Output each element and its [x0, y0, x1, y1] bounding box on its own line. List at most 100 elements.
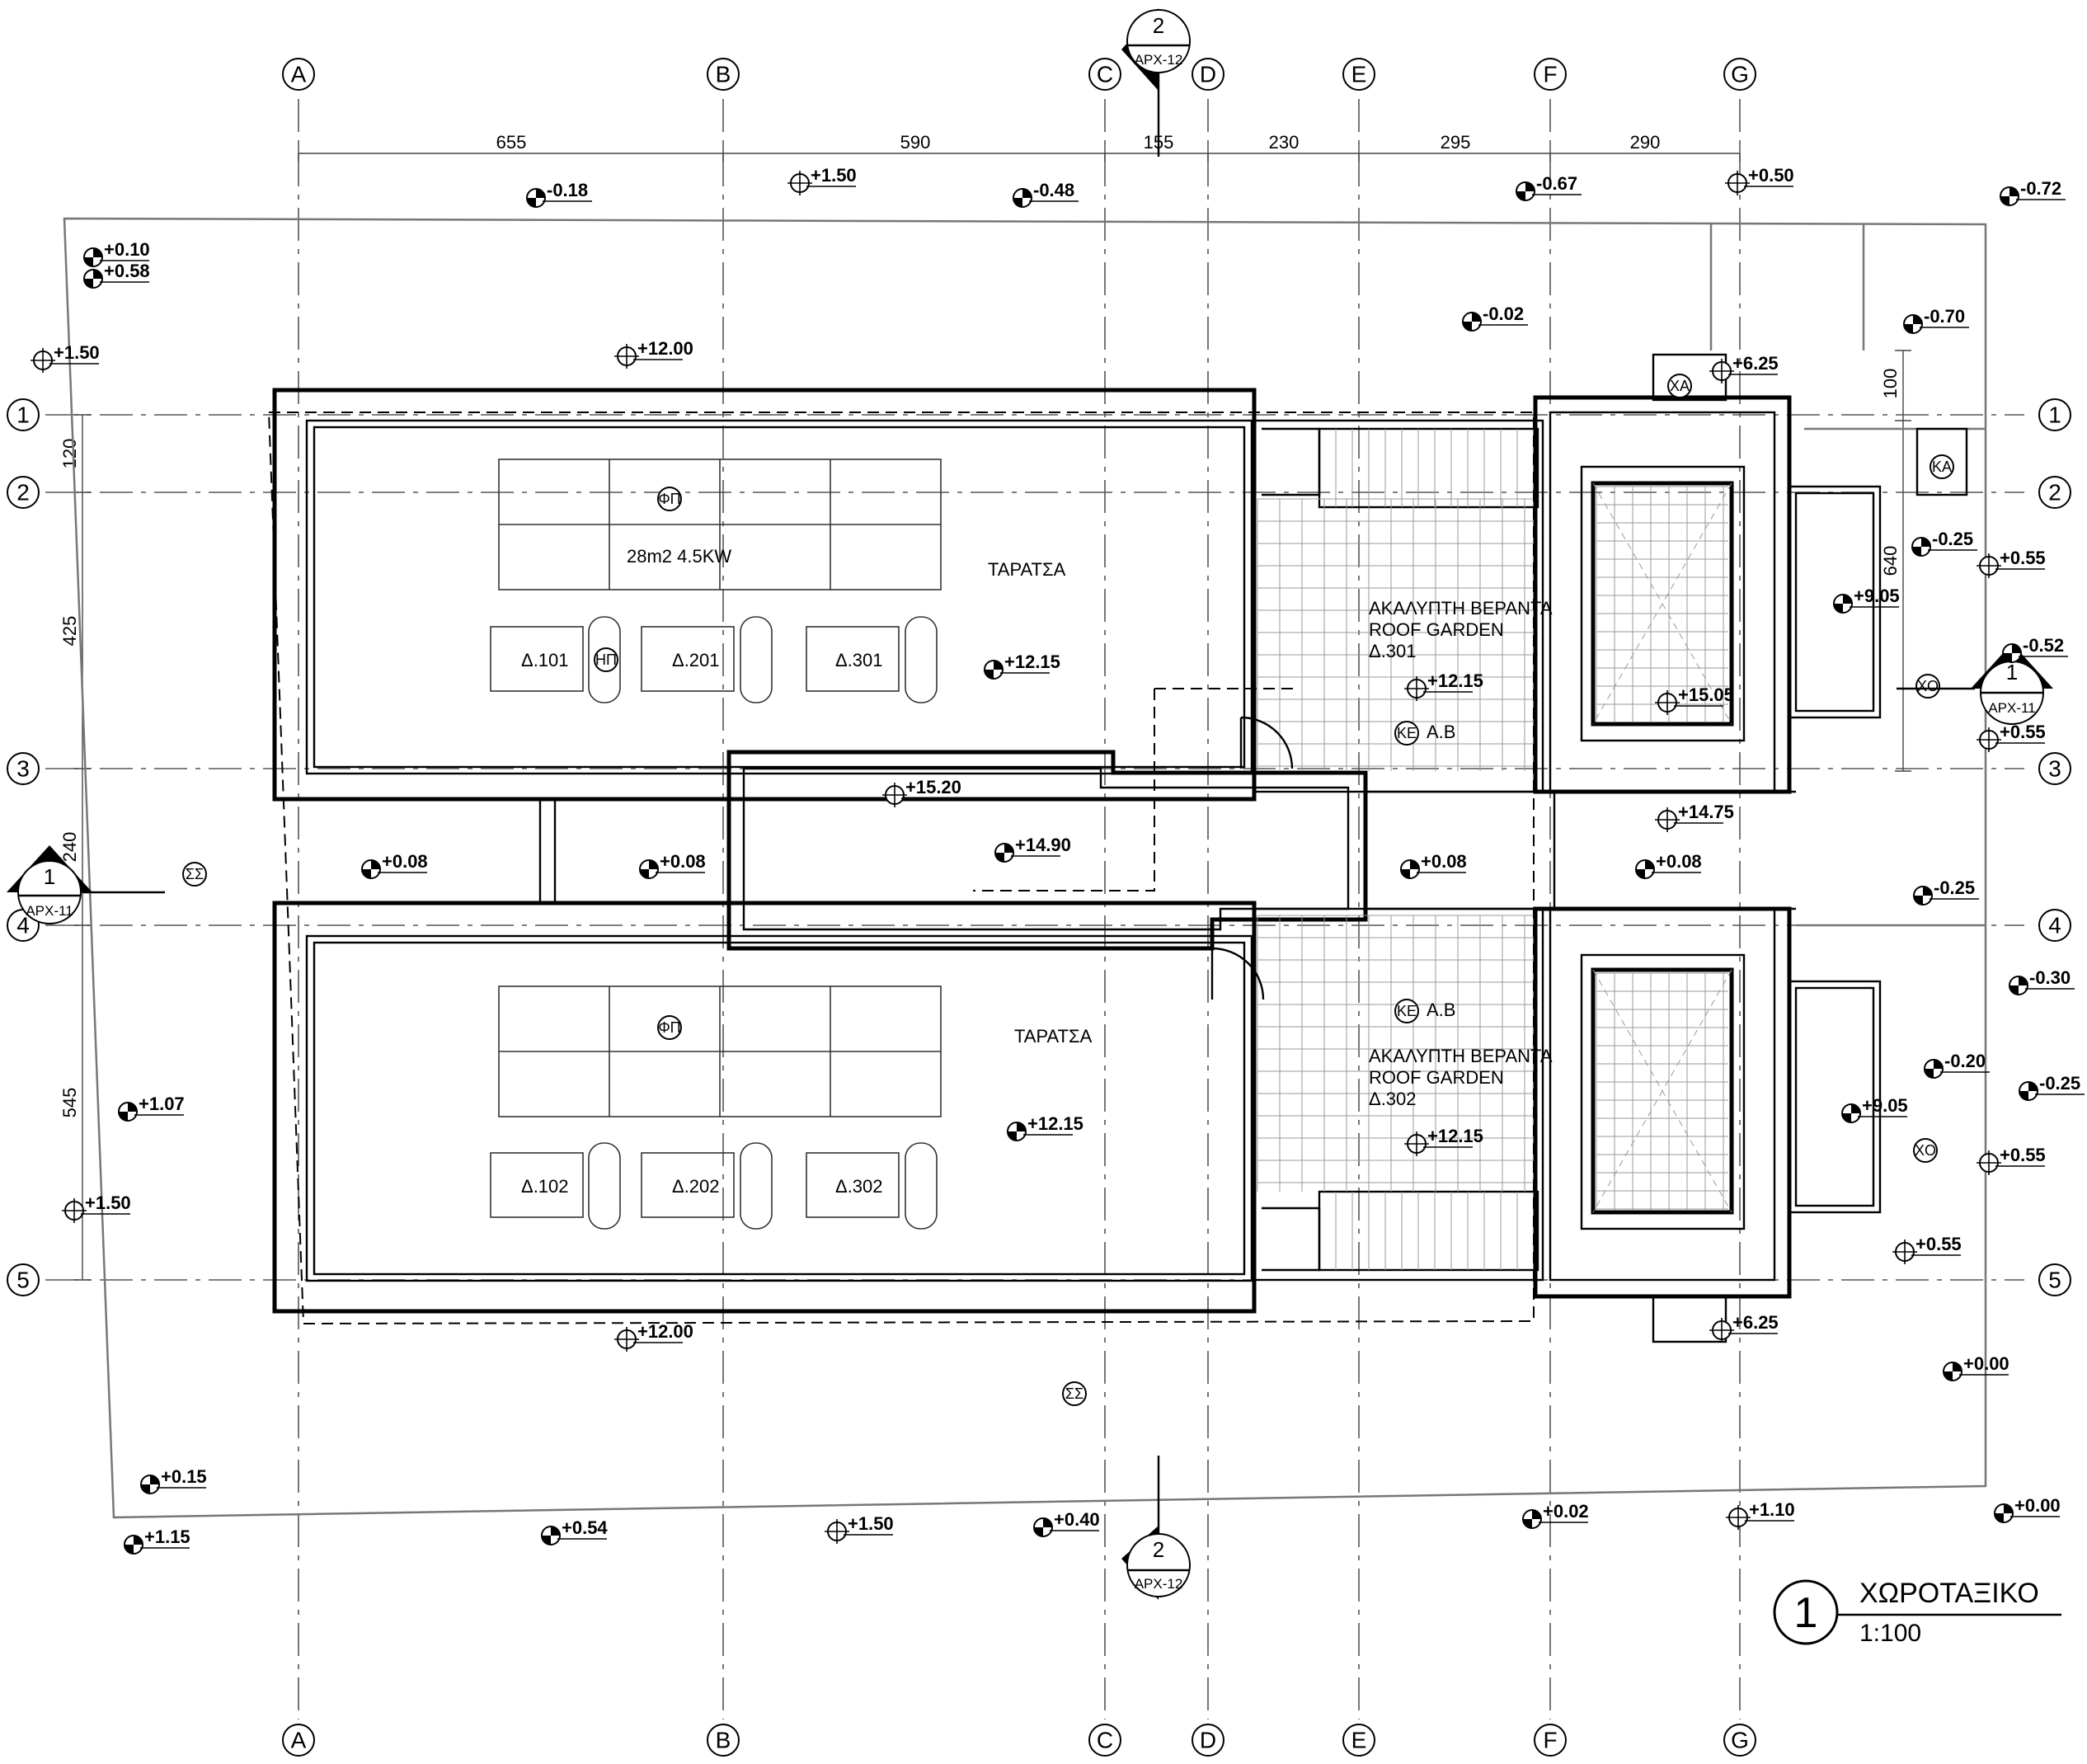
- level-value: -0.30: [2029, 967, 2071, 988]
- level-value: -0.25: [1932, 529, 1973, 549]
- svg-text:2: 2: [2048, 480, 2061, 506]
- tower-bottom: [1533, 906, 1792, 1299]
- veranda-unit-label: Δ.301: [1369, 641, 1417, 661]
- level-marker: +14.75: [1655, 802, 1734, 832]
- level-marker: -0.30: [2009, 967, 2075, 995]
- svg-text:A: A: [291, 1728, 307, 1753]
- svg-text:ΣΣ: ΣΣ: [186, 866, 204, 882]
- level-marker: +0.08: [1635, 851, 1702, 879]
- level-value: +9.05: [1854, 586, 1900, 606]
- svg-text:ΧΟ: ΧΟ: [1915, 1142, 1936, 1159]
- level-markers: -0.18+1.50-0.48-0.67+0.50-0.72+0.10+0.58…: [31, 165, 2085, 1555]
- level-value: +0.08: [382, 851, 428, 872]
- svg-text:ΚΕ: ΚΕ: [1397, 725, 1417, 741]
- veranda-unit-label: Δ.302: [1369, 1089, 1417, 1109]
- level-marker: +12.15: [1404, 1126, 1483, 1156]
- svg-text:ΧΟ: ΧΟ: [1917, 678, 1939, 694]
- level-value: +0.08: [1421, 851, 1467, 872]
- section-number: 1: [2006, 660, 2018, 684]
- tank-label: Δ.202: [672, 1176, 720, 1197]
- dimension-label: 100: [1880, 369, 1901, 399]
- title-block: 1 ΧΩΡΟΤΑΞΙΚΟ 1:100: [1773, 1578, 2061, 1647]
- water-tanks-bottom: [490, 1142, 938, 1230]
- level-value: +12.00: [637, 338, 693, 359]
- skylight-top: [1591, 481, 1734, 727]
- grid-bubbles-right: 1 2 3 4 5: [2038, 398, 2071, 1296]
- dimension-label: 425: [59, 616, 80, 647]
- ss-symbol: ΣΣ: [1062, 1381, 1087, 1406]
- level-marker: +0.00: [1943, 1353, 2009, 1381]
- skylight-bottom-grid: [1596, 972, 1728, 1210]
- grid-bubble-3-right: 3: [2038, 752, 2071, 785]
- level-marker: +0.02: [1522, 1501, 1589, 1529]
- section-number: 2: [1153, 13, 1164, 38]
- tower-top-inner: [1549, 411, 1776, 793]
- level-value: +15.05: [1678, 684, 1734, 705]
- ss-symbol: ΣΣ: [182, 862, 207, 887]
- level-value: +0.02: [1543, 1501, 1589, 1522]
- ka-box: [1915, 427, 1968, 496]
- veranda-label: ΑΚΑΛΥΠΤΗ ΒΕΡΑΝΤΑ: [1369, 1046, 1553, 1066]
- level-marker: +0.40: [1033, 1509, 1100, 1537]
- level-marker: +1.50: [787, 165, 857, 195]
- site-boundary-inner: [1709, 224, 1986, 927]
- level-value: +0.00: [2014, 1495, 2061, 1516]
- balcony-top-inner: [1794, 492, 1875, 713]
- level-marker: -0.25: [2019, 1073, 2085, 1101]
- fp-symbol: ΦΠ: [657, 1015, 682, 1040]
- dimension-chain-left: 120 425 240 545: [59, 414, 91, 1281]
- level-value: +1.15: [144, 1526, 190, 1547]
- fp-symbol: ΦΠ: [657, 487, 682, 511]
- level-value: +9.05: [1862, 1095, 1908, 1116]
- level-value: +0.50: [1748, 165, 1794, 186]
- section-sheet: ΑΡΧ-11: [1988, 700, 2035, 716]
- level-marker: -0.67: [1516, 173, 1582, 201]
- level-marker: +0.55: [1892, 1234, 1962, 1264]
- grid-bubble-b-top: B: [707, 58, 740, 91]
- svg-text:G: G: [1731, 62, 1749, 87]
- level-value: +0.55: [2000, 722, 2046, 742]
- grid-bubble-4-right: 4: [2038, 909, 2071, 942]
- grid-lines: [45, 99, 2024, 1719]
- level-value: -0.70: [1924, 306, 1965, 327]
- dimension-label: 590: [900, 132, 931, 153]
- level-value: +12.15: [1427, 1126, 1483, 1146]
- door-swing: [1239, 716, 1294, 769]
- svg-text:F: F: [1543, 62, 1557, 87]
- svg-text:E: E: [1351, 1728, 1367, 1753]
- title-number: 1: [1794, 1589, 1818, 1637]
- dimension-label: 640: [1880, 546, 1901, 576]
- level-value: +14.90: [1015, 835, 1071, 855]
- veranda-top-area: [1253, 419, 1544, 793]
- level-value: +15.20: [905, 777, 961, 797]
- grid-bubble-d-top: D: [1192, 58, 1224, 91]
- level-marker: -0.52: [2002, 635, 2068, 663]
- tower-top: [1533, 395, 1792, 794]
- dimension-label: 545: [59, 1088, 80, 1118]
- tank-label: Δ.302: [835, 1176, 883, 1197]
- room-labels: 28m2 4.5KW ΤΑΡΑΤΣΑ ΤΑΡΑΤΣΑ Δ.101 Δ.201 Δ…: [521, 546, 1553, 1197]
- corridor-column: [538, 797, 557, 905]
- level-value: +0.15: [161, 1466, 207, 1487]
- svg-text:4: 4: [2048, 913, 2061, 938]
- level-marker: +0.58: [83, 261, 150, 289]
- level-value: +0.00: [1963, 1353, 2009, 1374]
- svg-text:D: D: [1200, 1728, 1216, 1753]
- level-value: -0.25: [2039, 1073, 2080, 1094]
- section-marker-left: 1 ΑΡΧ-11: [7, 845, 165, 924]
- veranda-tiles-bottom: [1257, 915, 1538, 1192]
- svg-text:4: 4: [16, 913, 30, 938]
- terrace-parapet-bottom-inner: [313, 941, 1246, 1276]
- svg-text:ΧΑ: ΧΑ: [1670, 378, 1690, 394]
- terrace-parapet-bottom: [305, 934, 1253, 1282]
- grid-bubble-e-bottom: E: [1342, 1724, 1375, 1757]
- level-marker: +14.90: [994, 835, 1071, 863]
- hidden-line: [973, 688, 1295, 891]
- level-marker: +0.08: [639, 851, 706, 879]
- svg-text:1: 1: [2048, 402, 2061, 428]
- site-boundary: [63, 217, 1987, 1519]
- dimension-label: 295: [1441, 132, 1471, 153]
- tank-label: Δ.301: [835, 650, 883, 670]
- level-value: +12.00: [637, 1321, 693, 1342]
